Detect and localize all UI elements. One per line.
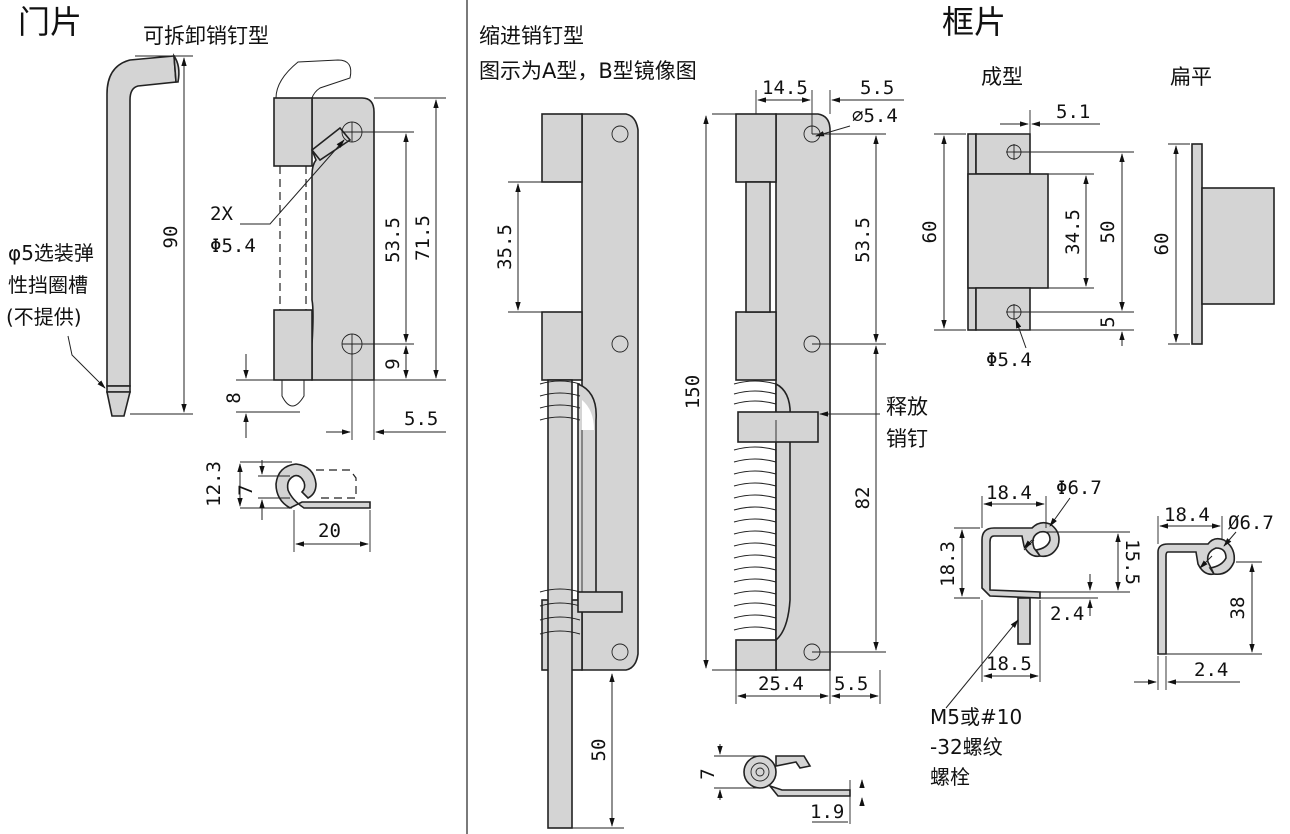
formed-base: 18.5 (986, 653, 1032, 675)
retractable-side-view (539, 113, 639, 829)
flat-width: 18.4 (1164, 504, 1210, 526)
flat-hole: Ø6.7 (1228, 512, 1274, 534)
hole-qty: 2X (210, 203, 233, 225)
door-knuckle-end-view: 12.3 7 20 (203, 460, 371, 552)
tip-length: 8 (223, 392, 245, 403)
upper-pitch: 53.5 (852, 217, 874, 263)
bolt-line-1: M5或#10 (930, 705, 1022, 729)
formed-label: 成型 (981, 65, 1023, 89)
total-height: 150 (682, 375, 704, 409)
top-width: 14.5 (762, 77, 808, 99)
hole-pitch: 53.5 (382, 217, 404, 263)
front-view-dimensions: 14.5 5.5 ⌀5.4 150 53.5 82 释放 销钉 25.4 (682, 77, 928, 704)
leaf-height: 71.5 (412, 215, 434, 261)
frame-leaf-title: 框片 (942, 3, 1006, 41)
travel-length: 50 (588, 739, 610, 762)
removable-pin-label: 可拆卸销钉型 (143, 24, 269, 48)
flat-frame-leaf: 60 (1151, 143, 1275, 345)
door-leaf-dimensions: 2X Φ5.4 53.5 71.5 9 8 5.5 (210, 97, 446, 440)
top-hole: ⌀5.4 (852, 105, 898, 127)
retractable-section: 缩进销钉型 图示为A型，B型镜像图 (479, 24, 928, 829)
knuckle-dia: 7 (235, 484, 257, 495)
door-leaf-plate (273, 59, 375, 407)
base-width: 25.4 (758, 673, 804, 695)
slot-length: 35.5 (494, 224, 516, 270)
formed-profile: 18.4 Φ6.7 18.3 15.5 2.4 18.5 M5或#10 -32螺… (930, 477, 1143, 789)
bolt-line-2: -32螺纹 (930, 735, 1003, 759)
flat-profile: 18.4 Ø6.7 38 2.4 (1134, 504, 1274, 690)
knuckle-height: 12.3 (203, 461, 225, 507)
frame-hole: Φ5.4 (986, 349, 1032, 371)
retractable-note: 图示为A型，B型镜像图 (479, 59, 697, 83)
formed-dimensions: 5.1 60 34.5 50 5 Φ5.4 (919, 101, 1134, 371)
hole-to-edge: 9 (382, 358, 404, 369)
ring-groove-note: φ5选装弹 性挡圈槽 (不提供) (6, 241, 106, 389)
formed-width: 18.4 (986, 482, 1032, 504)
release-pin-line-1: 释放 (886, 395, 928, 419)
top-edge: 5.5 (860, 77, 894, 99)
edge-offset: 5.5 (404, 408, 438, 430)
formed-hole: Φ6.7 (1056, 477, 1102, 499)
door-leaf-section: 门片 可拆卸销钉型 90 φ5选装弹 性挡圈槽 (不提供) (6, 3, 446, 552)
flat-profile-height: 38 (1227, 597, 1249, 620)
hole-dia: Φ5.4 (210, 235, 256, 257)
formed-height: 18.3 (937, 541, 959, 587)
formed-frame-leaf (967, 133, 1049, 331)
frame-pitch: 50 (1097, 221, 1119, 244)
lower-pitch: 82 (852, 487, 874, 510)
retractable-end-view: 7 1.9 (697, 744, 865, 824)
frame-mid: 34.5 (1062, 209, 1084, 255)
release-pin-line-2: 销钉 (886, 427, 928, 451)
pin-length-dimension: 90 (130, 55, 193, 415)
flat-thickness: 2.4 (1194, 659, 1228, 681)
frame-leaf-section: 框片 成型 扁平 5.1 60 34.5 (919, 3, 1275, 789)
flat-height: 60 (1151, 233, 1173, 256)
frame-height: 60 (919, 221, 941, 244)
base-edge: 5.5 (834, 673, 868, 695)
flat-label: 扁平 (1170, 65, 1212, 89)
retractable-pin-label: 缩进销钉型 (479, 24, 584, 48)
end-thickness: 1.9 (810, 801, 844, 823)
retractable-front-view (733, 113, 831, 671)
door-leaf-title: 门片 (18, 3, 82, 41)
end-knuckle: 7 (697, 768, 719, 779)
bolt-line-3: 螺栓 (930, 765, 970, 789)
knuckle-offset: 15.5 (1121, 539, 1143, 585)
pin-length: 90 (160, 226, 182, 249)
leaf-width: 20 (318, 520, 341, 542)
frame-offset: 5.1 (1056, 101, 1090, 123)
frame-end: 5 (1097, 316, 1119, 327)
formed-thickness: 2.4 (1050, 603, 1084, 625)
removable-pin (106, 53, 180, 417)
ring-groove-line-3: (不提供) (6, 305, 82, 329)
ring-groove-line-1: φ5选装弹 (8, 241, 94, 265)
ring-groove-line-2: 性挡圈槽 (8, 273, 88, 297)
side-view-dimensions: 35.5 50 (494, 181, 624, 829)
